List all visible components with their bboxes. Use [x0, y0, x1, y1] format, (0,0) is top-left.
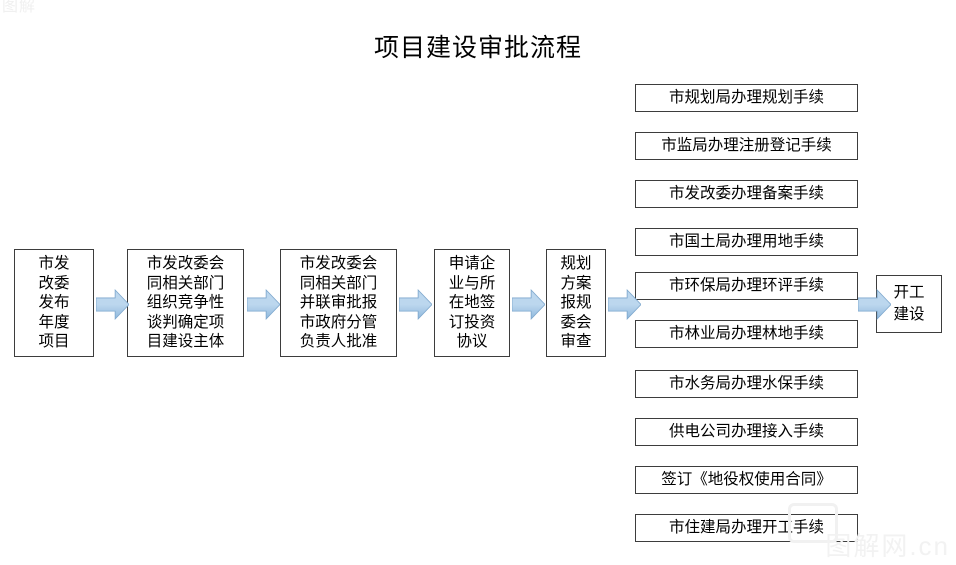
watermark-bottom-right: 图解网.cn — [825, 531, 950, 561]
department-box-label: 市林业局办理林地手续 — [668, 325, 824, 342]
flow-arrow-6-icon — [857, 288, 892, 321]
flow-arrow-1-icon — [95, 288, 130, 321]
watermark-icon — [788, 503, 838, 543]
department-box-1: 市规划局办理规划手续 — [635, 84, 858, 112]
department-box-3: 市发改委办理备案手续 — [635, 180, 858, 208]
flow-arrow-2-icon — [246, 288, 281, 321]
department-box-4: 市国土局办理用地手续 — [635, 228, 858, 256]
stage-box-label: 市发改委会 同相关部门 组织竞争性 谈判确定项 目建设主体 — [146, 255, 225, 351]
department-box-label: 市环保局办理环评手续 — [668, 277, 824, 294]
department-box-9: 签订《地役权使用合同》 — [635, 466, 858, 494]
department-box-label: 市发改委办理备案手续 — [668, 185, 824, 202]
stage-box-2: 市发改委会 同相关部门 组织竞争性 谈判确定项 目建设主体 — [127, 249, 244, 357]
watermark-top-left: 图解 — [2, 0, 37, 15]
page-title: 项目建设审批流程 — [373, 35, 582, 62]
department-box-2: 市监局办理注册登记手续 — [635, 132, 858, 160]
stage-box-3: 市发改委会 同相关部门 并联审批报 市政府分管 负责人批准 — [280, 249, 397, 357]
department-box-label: 签订《地役权使用合同》 — [661, 471, 832, 488]
stage-box-label: 市发改委会 同相关部门 并联审批报 市政府分管 负责人批准 — [299, 255, 378, 351]
department-box-label: 市规划局办理规划手续 — [668, 89, 824, 106]
stage-box-4: 申请企 业与所 在地签 订投资 协议 — [434, 249, 510, 357]
department-box-7: 市水务局办理水保手续 — [635, 370, 858, 398]
department-box-label: 市国土局办理用地手续 — [668, 233, 824, 250]
department-box-6: 市林业局办理林地手续 — [635, 320, 858, 348]
department-box-5: 市环保局办理环评手续 — [635, 272, 858, 300]
flow-arrow-5-icon — [607, 288, 642, 321]
stage-box-1: 市发 改委 发布 年度 项目 — [14, 249, 94, 357]
stage-box-label: 申请企 业与所 在地签 订投资 协议 — [448, 255, 496, 351]
stage-box-label: 规划 方案 报规 委会 审查 — [560, 255, 592, 351]
department-box-8: 供电公司办理接入手续 — [635, 418, 858, 446]
department-box-label: 市住建局办理开工手续 — [668, 519, 824, 536]
final-stage-label: 开工 建设 — [893, 284, 925, 323]
department-box-label: 供电公司办理接入手续 — [668, 423, 824, 440]
stage-box-label: 市发 改委 发布 年度 项目 — [38, 255, 70, 351]
department-box-label: 市监局办理注册登记手续 — [661, 137, 832, 154]
stage-box-5: 规划 方案 报规 委会 审查 — [546, 249, 606, 357]
flow-arrow-3-icon — [398, 288, 433, 321]
flow-arrow-4-icon — [511, 288, 546, 321]
department-box-label: 市水务局办理水保手续 — [668, 375, 824, 392]
department-box-10: 市住建局办理开工手续 — [635, 514, 858, 542]
